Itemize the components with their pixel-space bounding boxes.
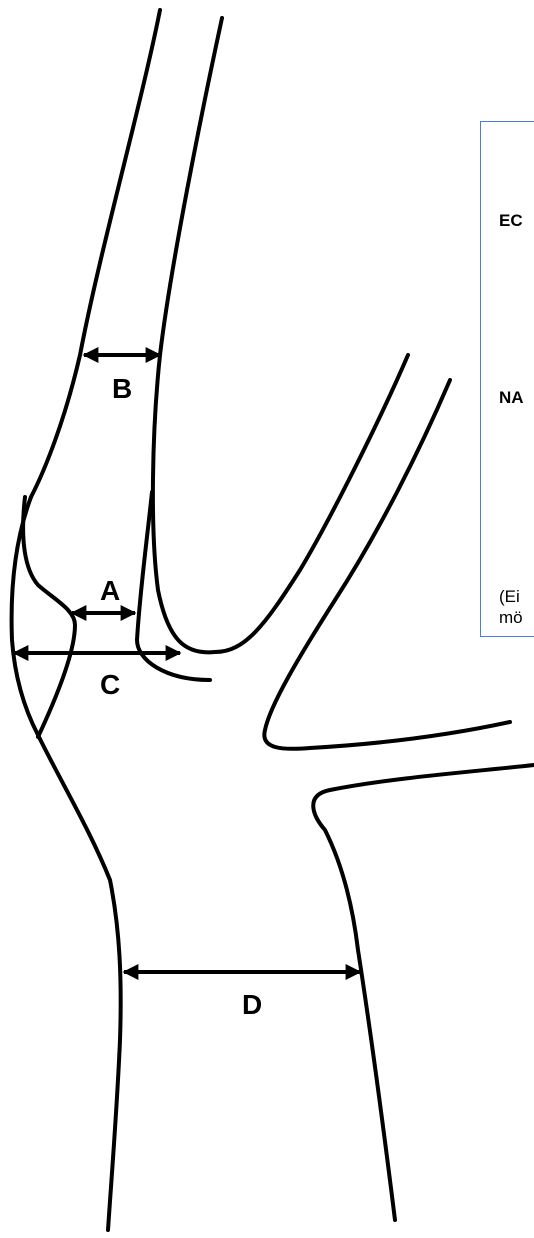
label-b: B <box>112 373 132 404</box>
legend-ec: EC <box>499 210 523 231</box>
label-c: C <box>100 669 120 700</box>
label-d: D <box>242 989 262 1020</box>
toe-upper-line <box>215 355 408 652</box>
legend-na: NA <box>499 387 524 408</box>
inner-right-contour <box>153 18 222 652</box>
lower-right-contour <box>313 765 534 1220</box>
legend-note-line2: mö <box>499 607 523 628</box>
label-a: A <box>100 575 120 606</box>
legend-note-line1: (Ei <box>499 586 520 607</box>
outer-left-contour <box>31 10 160 497</box>
heel-inner-curve <box>23 497 75 737</box>
legend-box: EC NA (Ei mö <box>480 121 534 637</box>
